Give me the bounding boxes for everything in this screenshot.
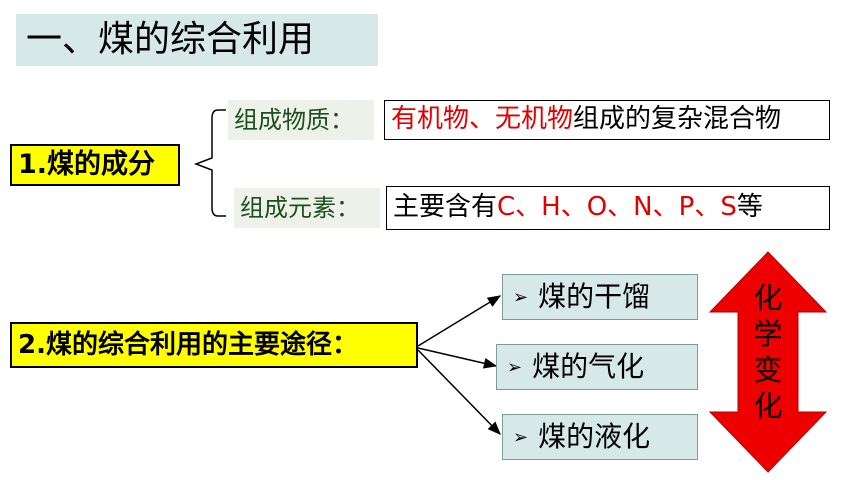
element-red-text: C、H、O、N、P、S (497, 192, 737, 222)
element-plain-text: 主要含有 (393, 192, 498, 222)
chemical-change-char: 化 (753, 281, 783, 315)
pathway-label: 煤的干馏 (538, 280, 651, 313)
arrow-marker-icon: ➢ (507, 357, 523, 378)
chemical-change-char: 化 (753, 389, 783, 423)
arrow-marker-icon: ➢ (513, 427, 529, 448)
substance-composition-label: 组成物质： (228, 100, 374, 140)
red-double-arrow (708, 251, 828, 473)
coal-composition-label: 1.煤的成分 (10, 144, 180, 186)
arrow-to-gasification (417, 347, 498, 369)
brace-bracket (193, 109, 226, 217)
element-end-text: 等 (736, 192, 763, 222)
substance-rest-text: 组成的复杂混合物 (573, 104, 782, 134)
arrow-to-dry-distillation (417, 295, 502, 347)
utilization-pathways-label: 2.煤的综合利用的主要途径： (10, 322, 418, 368)
chemical-change-char: 学 (753, 317, 783, 351)
element-composition-label: 组成元素： (234, 188, 380, 228)
pathway-liquefaction: ➢ 煤的液化 (502, 414, 698, 460)
pathway-dry-distillation: ➢ 煤的干馏 (502, 274, 698, 320)
chemical-change-char: 变 (753, 353, 783, 387)
pathway-gasification: ➢ 煤的气化 (496, 344, 698, 390)
pathway-label: 煤的气化 (532, 350, 645, 383)
pathway-label: 煤的液化 (538, 420, 651, 453)
substance-red-text: 有机物、无机物 (391, 104, 574, 134)
chemical-change-label: 化 学 变 化 (752, 280, 784, 424)
element-composition-value: 主要含有C、H、O、N、P、S等 (386, 186, 830, 230)
substance-composition-value: 有机物、无机物组成的复杂混合物 (384, 100, 830, 140)
arrow-marker-icon: ➢ (513, 287, 529, 308)
arrow-to-liquefaction (417, 349, 501, 435)
page-title: 一、煤的综合利用 (16, 14, 378, 66)
